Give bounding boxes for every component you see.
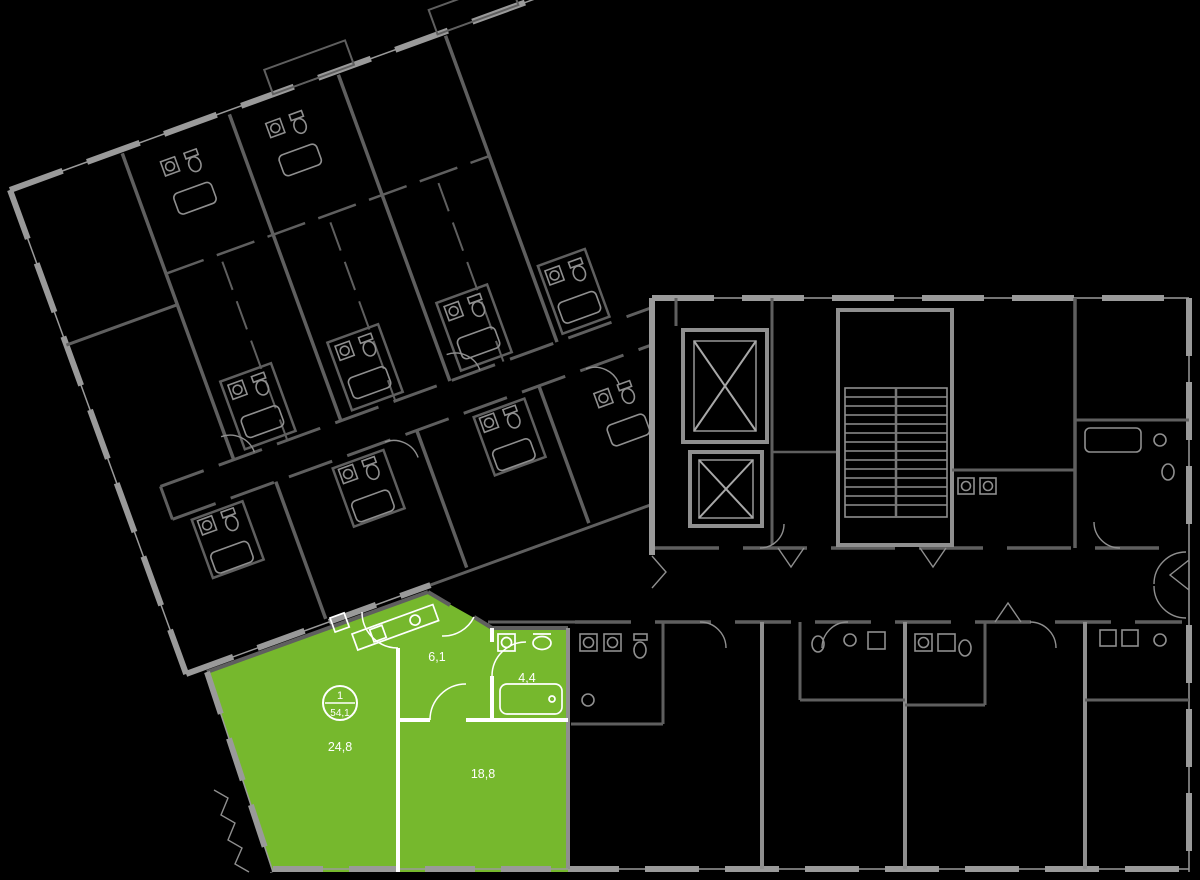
washing-machine-drum-icon <box>606 636 619 649</box>
apartment-exterior-walls <box>204 671 568 873</box>
apartment-interior-walls <box>361 611 568 872</box>
highlighted-apartment-unit[interactable]: 1 54,1 24,8 18,8 6,1 4,4 <box>204 590 570 873</box>
washing-machine-icon <box>914 633 933 652</box>
washing-machine-drum-icon <box>582 636 595 649</box>
washing-machine-icon <box>957 477 975 495</box>
building-entrance <box>1153 551 1190 619</box>
washing-machine-icon <box>603 633 622 652</box>
bathroom-fixture-icon <box>159 147 219 217</box>
terrace-edge <box>213 789 250 873</box>
double-door-icon <box>777 547 805 569</box>
kitchen-counter-icon <box>350 603 440 652</box>
double-door-icon <box>651 555 667 589</box>
elevator-shaft-1 <box>681 328 769 444</box>
room-area-label: 4,4 <box>518 671 535 685</box>
lower-unit-partitions <box>571 622 1189 869</box>
wing-angled-bathroom-pods <box>190 247 612 580</box>
wing-angled <box>7 0 737 677</box>
room-area-label: 24,8 <box>328 740 352 754</box>
bathtub-drain-icon <box>548 695 556 703</box>
door-arc-icon <box>441 616 475 637</box>
washing-machine-icon <box>979 477 997 495</box>
elevator-shaft-2 <box>688 450 764 528</box>
corridor-door-arcs <box>651 521 1121 649</box>
toilet-tank-icon <box>633 633 648 641</box>
bathroom-fixtures <box>497 633 563 715</box>
elevator-lobby-walls <box>674 298 838 545</box>
washing-machine-icon <box>579 633 598 652</box>
sink-icon <box>1153 633 1167 647</box>
bathroom-fixture-icon <box>264 109 324 178</box>
door-arc-icon <box>491 641 527 677</box>
washing-machine-drum-icon <box>982 480 994 492</box>
wing-angled-partitions <box>65 35 591 620</box>
toilet-icon <box>958 639 972 657</box>
balconies <box>262 0 520 96</box>
sink-icon <box>532 635 552 651</box>
upper-right-partitions <box>952 298 1189 548</box>
stove-icon <box>368 624 388 644</box>
entrance-door-icon <box>1168 559 1190 591</box>
washing-machine-icon <box>1121 629 1139 647</box>
washing-machine-icon <box>497 633 516 652</box>
washing-machine-icon <box>1099 629 1117 647</box>
room-area-labels: 24,8 18,8 6,1 4,4 <box>328 650 536 781</box>
washing-machine-drum-icon <box>917 636 930 649</box>
bathtub-icon <box>499 683 563 715</box>
wing-right-floor <box>652 295 1192 875</box>
bathroom-fixture-icon <box>196 506 256 576</box>
apartment-area[interactable] <box>207 592 568 872</box>
bathtub-icon <box>1084 427 1142 453</box>
room-area-label: 18,8 <box>471 767 495 781</box>
sink-icon <box>843 633 857 647</box>
unit-number-badge: 1 54,1 <box>322 685 358 721</box>
washing-machine-icon <box>937 633 956 652</box>
bathroom-fixture-icon <box>478 403 538 473</box>
toilet-icon <box>633 641 647 659</box>
door-arc-icon <box>429 683 467 721</box>
unit-number: 1 <box>337 690 343 702</box>
lower-unit-fixtures <box>579 629 1167 707</box>
kitchen-sink-icon <box>409 614 421 626</box>
room-area-label: 6,1 <box>428 650 445 664</box>
wing-angled-corridor <box>159 298 686 521</box>
bathroom-fixture-icon <box>337 455 397 524</box>
toilet-icon <box>811 635 825 653</box>
double-door-icon <box>994 601 1022 623</box>
bathroom-fixture-icon <box>593 379 652 448</box>
main-corridor <box>488 546 1182 624</box>
apartment-shared-walls <box>206 590 570 869</box>
appliance-icon <box>328 611 351 634</box>
wing-right <box>488 295 1192 875</box>
washing-machine-drum-icon <box>960 480 972 492</box>
sink-icon <box>1153 433 1167 447</box>
staircase <box>836 308 954 547</box>
washing-machine-drum-icon <box>500 636 513 649</box>
sink-icon <box>581 693 595 707</box>
badge-circle <box>322 685 358 721</box>
double-door-icon <box>919 547 947 569</box>
washing-machine-icon <box>867 631 886 650</box>
unit-total-area: 54,1 <box>330 708 350 719</box>
bathroom-fixture-icon <box>544 256 603 326</box>
toilet-icon <box>1161 463 1175 481</box>
wing-angled-door-arcs <box>220 352 620 458</box>
